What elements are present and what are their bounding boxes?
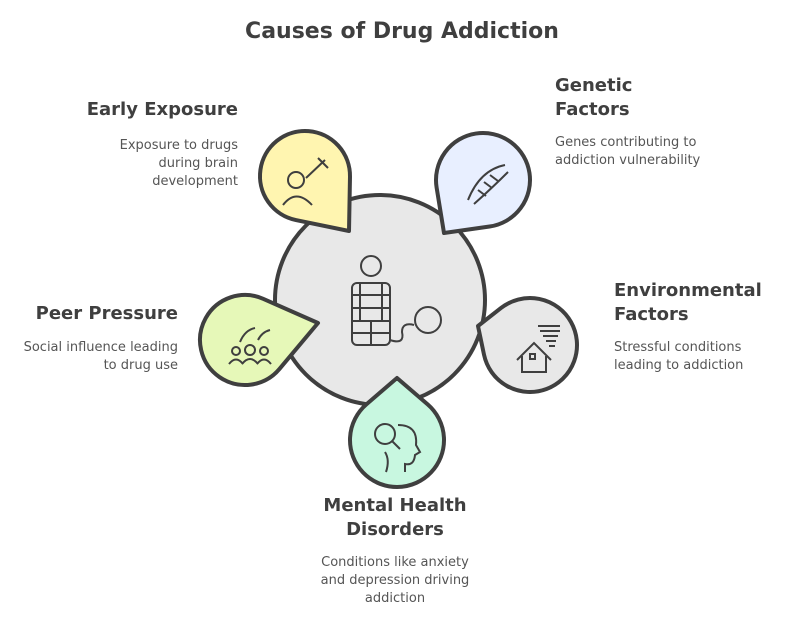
item-title-mental-health: Mental Health Disorders [323, 495, 467, 540]
page-title: Causes of Drug Addiction [245, 19, 559, 44]
item-title-genetic: Genetic Factors [555, 75, 633, 120]
house-storm-icon [516, 325, 560, 373]
item-title-peer-pressure: Peer Pressure [35, 303, 178, 324]
teardrop-early-exposure [258, 129, 352, 233]
addicted-person-icon [351, 255, 442, 346]
teardrop-mental-health [348, 376, 446, 489]
item-desc-early-exposure: Exposure to drugs during brain developme… [119, 138, 238, 189]
item-title-early-exposure: Early Exposure [86, 99, 238, 120]
item-title-environmental: Environmental Factors [614, 280, 762, 325]
item-desc-mental-health: Conditions like anxiety and depression d… [320, 555, 470, 606]
teardrop-environmental [476, 296, 579, 394]
item-desc-peer-pressure: Social influence leading to drug use [23, 340, 178, 373]
head-question-icon [374, 423, 422, 473]
syringe-person-icon [282, 157, 329, 206]
teardrop-genetic [434, 131, 532, 235]
item-desc-genetic: Genes contributing to addiction vulnerab… [555, 135, 701, 168]
item-desc-environmental: Stressful conditions leading to addictio… [614, 340, 744, 373]
group-people-icon [228, 327, 272, 365]
dna-icon [467, 164, 509, 205]
